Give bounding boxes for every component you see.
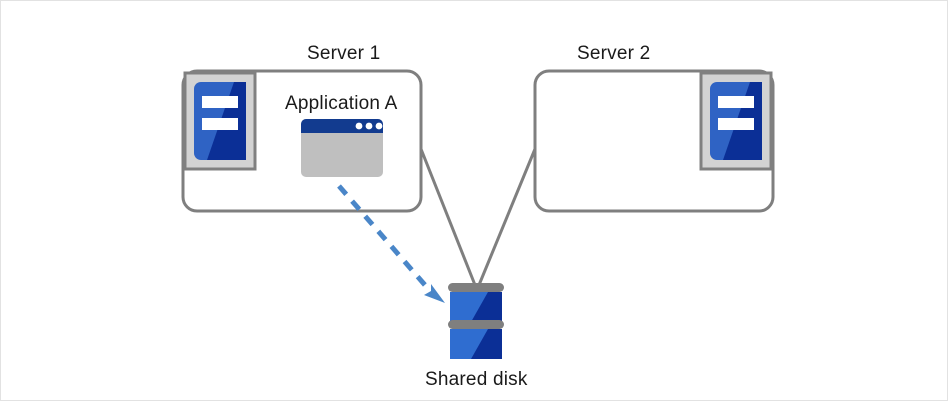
application-a-label: Application A xyxy=(285,93,398,114)
shared-disk-label: Shared disk xyxy=(425,369,528,390)
application-window-icon[interactable] xyxy=(301,119,383,177)
disk-stack-icon[interactable] xyxy=(448,283,504,359)
connector-server1-to-shared-disk xyxy=(419,148,477,286)
connector-application-a-to-shared-disk xyxy=(337,184,445,303)
server2-label: Server 2 xyxy=(577,43,651,64)
server1-label: Server 1 xyxy=(307,43,381,64)
connector-server2-to-shared-disk xyxy=(477,148,537,286)
server-icon xyxy=(183,71,257,171)
server-icon xyxy=(699,71,773,171)
